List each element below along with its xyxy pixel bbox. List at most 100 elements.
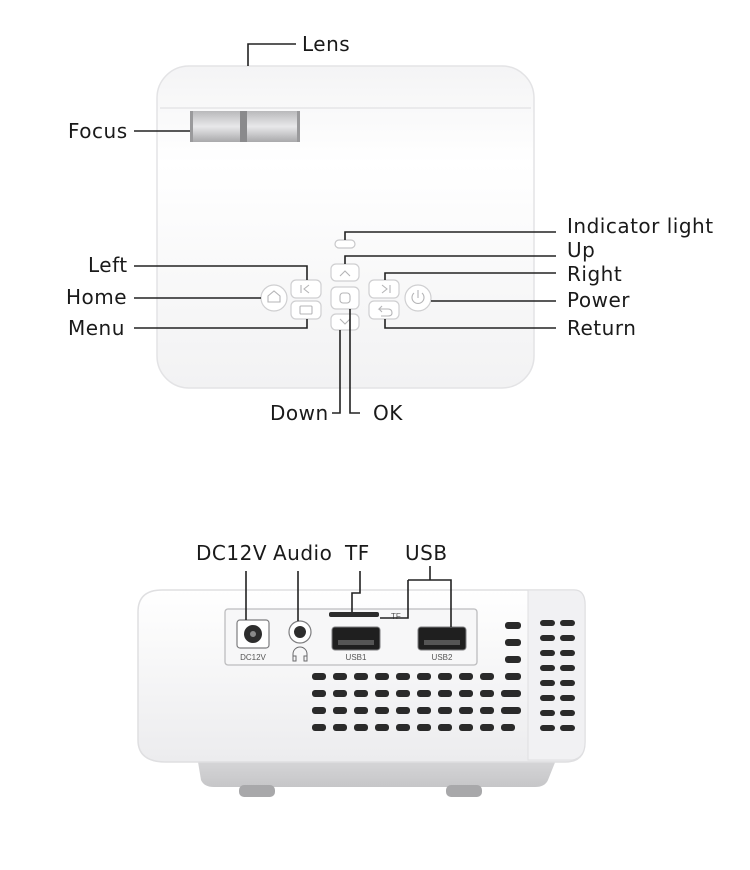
vent-slot: [375, 724, 389, 731]
side-vent-slot: [540, 635, 555, 641]
vent-slot: [438, 707, 452, 714]
vent-slot: [480, 673, 494, 680]
left-label: Left: [88, 253, 128, 277]
vent-slot: [501, 724, 515, 731]
vent-slot: [480, 707, 494, 714]
ok-label: OK: [373, 401, 403, 425]
side-vent-slot: [540, 710, 555, 716]
vent-slot: [354, 707, 368, 714]
headphone-icon: [292, 646, 308, 662]
right-button[interactable]: [368, 279, 400, 299]
side-vent-slot: [540, 620, 555, 626]
tf-slot: [329, 612, 379, 617]
vent-slot: [505, 690, 521, 697]
vent-slot: [417, 707, 431, 714]
usb2-panel-text: USB2: [432, 653, 453, 662]
vent-slot: [459, 707, 473, 714]
vent-slot: [417, 690, 431, 697]
button-glyphs: [267, 270, 425, 325]
vent-slot: [459, 673, 473, 680]
focus-wheel: [190, 111, 300, 142]
side-vent-slot: [540, 680, 555, 686]
focus-label: Focus: [68, 119, 128, 143]
foot-right: [446, 785, 482, 797]
vent-slot: [480, 724, 494, 731]
usb1-panel-text: USB1: [346, 653, 367, 662]
vent-slot: [480, 690, 494, 697]
rear-view-projector: DC12V TF USB1 USB2: [137, 589, 586, 797]
vent-slot: [354, 724, 368, 731]
side-section: [527, 589, 586, 761]
vent-slot: [354, 673, 368, 680]
tf-label: TF: [345, 541, 370, 565]
chevron-up-icon: [339, 270, 351, 277]
vent-slot: [505, 707, 521, 714]
vent-slot: [375, 707, 389, 714]
tf-panel-text: TF: [391, 612, 401, 621]
return-label: Return: [567, 316, 637, 340]
side-vent-slot: [560, 680, 575, 686]
side-vent-slot: [540, 650, 555, 656]
side-vent-slot: [540, 665, 555, 671]
vent-slot: [333, 707, 347, 714]
vent-slot: [417, 724, 431, 731]
skip-back-icon: [300, 284, 310, 294]
side-vent-slot: [540, 695, 555, 701]
side-vent-slot: [560, 620, 575, 626]
vent-slot: [505, 656, 521, 663]
vent-slot: [333, 690, 347, 697]
vent-slot: [312, 690, 326, 697]
down-button[interactable]: [330, 313, 360, 331]
vent-slot: [438, 673, 452, 680]
right-label: Right: [567, 262, 623, 286]
vent-grille: [312, 622, 521, 731]
side-vent-grille: [540, 620, 575, 731]
usb1-port: [331, 626, 381, 651]
vent-slot: [333, 724, 347, 731]
side-vent-slot: [560, 665, 575, 671]
top-view-projector: [156, 65, 535, 389]
vent-slot: [375, 673, 389, 680]
side-vent-slot: [560, 695, 575, 701]
vent-slot: [505, 622, 521, 629]
indicator-light: [334, 239, 356, 249]
vent-slot: [354, 690, 368, 697]
left-button[interactable]: [290, 279, 322, 299]
audio-label: Audio: [273, 541, 333, 565]
vent-slot: [417, 673, 431, 680]
vent-slot: [396, 673, 410, 680]
side-vent-slot: [560, 710, 575, 716]
vent-slot: [396, 707, 410, 714]
vent-slot: [396, 724, 410, 731]
chevron-down-icon: [339, 318, 351, 325]
side-vent-slot: [540, 725, 555, 731]
home-icon: [267, 290, 281, 303]
return-icon: [377, 305, 393, 317]
home-button[interactable]: [260, 284, 288, 312]
menu-button[interactable]: [290, 300, 322, 320]
vent-slot: [438, 690, 452, 697]
lens-label: Lens: [302, 32, 351, 56]
menu-icon: [299, 305, 313, 315]
vent-slot: [333, 673, 347, 680]
down-label: Down: [270, 401, 329, 425]
side-vent-slot: [560, 635, 575, 641]
power-icon: [411, 290, 425, 304]
vent-slot: [505, 639, 521, 646]
top-body: [156, 65, 535, 389]
vent-slot: [312, 673, 326, 680]
side-vent-slot: [560, 725, 575, 731]
up-button[interactable]: [330, 263, 360, 282]
power-label: Power: [567, 288, 630, 312]
ok-button[interactable]: [330, 286, 360, 310]
vent-slot: [459, 690, 473, 697]
top-callout-lines: [134, 43, 556, 414]
home-label: Home: [66, 285, 128, 309]
vent-slot: [438, 724, 452, 731]
dc12v-label: DC12V: [196, 541, 267, 565]
vent-slot: [375, 690, 389, 697]
skip-forward-icon: [381, 284, 391, 294]
menu-label: Menu: [68, 316, 125, 340]
